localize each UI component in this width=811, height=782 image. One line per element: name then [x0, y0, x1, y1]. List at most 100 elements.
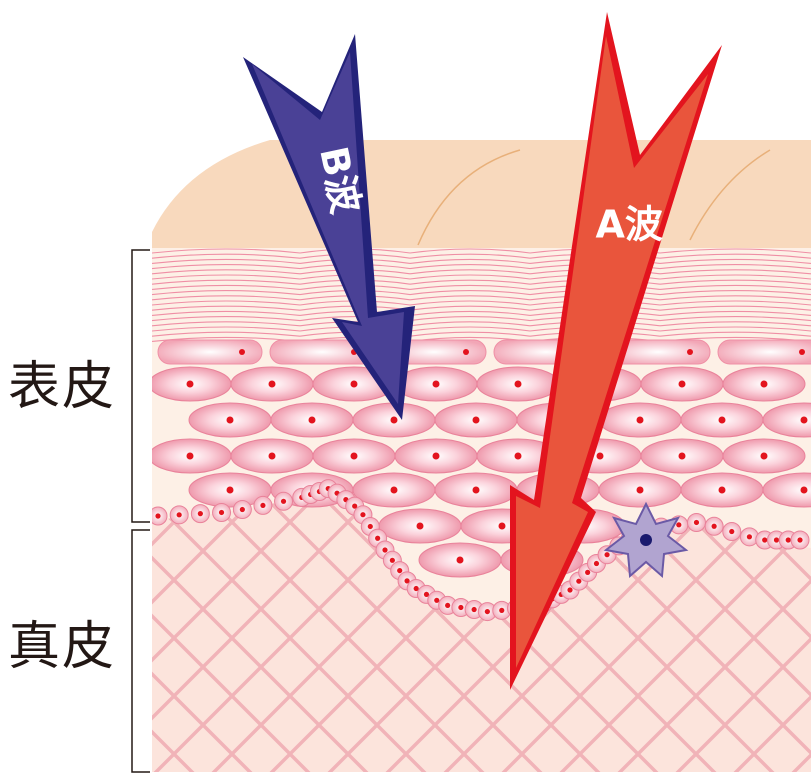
- corneum-line: [409, 269, 531, 275]
- cell-nucleus: [197, 511, 203, 517]
- cell-nucleus: [514, 452, 522, 460]
- cell-nucleus: [375, 535, 381, 541]
- cell-nucleus: [484, 608, 490, 615]
- corneum-line: [409, 253, 531, 259]
- corneum-line: [659, 321, 811, 327]
- cell-nucleus: [593, 560, 600, 567]
- cell-nucleus: [434, 597, 440, 603]
- cell-nucleus: [498, 522, 506, 530]
- corneum-line: [659, 258, 811, 264]
- cell-nucleus: [760, 452, 768, 460]
- cell-nucleus: [797, 537, 803, 543]
- corneum-line: [152, 253, 301, 259]
- cell-nucleus: [239, 506, 245, 513]
- corneum-line: [152, 316, 301, 322]
- corneum-line: [659, 284, 811, 290]
- cell-nucleus: [760, 380, 768, 388]
- corneum-line: [152, 248, 301, 254]
- cell-nucleus: [155, 513, 161, 519]
- basal-layer: [152, 479, 810, 622]
- cell-nucleus: [567, 587, 573, 593]
- corneum-line: [152, 310, 301, 316]
- cell-nucleus: [226, 486, 234, 494]
- cell-nucleus: [800, 416, 808, 424]
- corneum-line: [659, 253, 811, 259]
- cell-nucleus: [499, 607, 505, 613]
- cell-nucleus: [636, 416, 644, 424]
- cell-nucleus: [239, 349, 245, 355]
- cell-nucleus: [432, 380, 440, 388]
- cell-nucleus: [472, 486, 480, 494]
- corneum-line: [409, 310, 531, 316]
- cell-nucleus: [773, 537, 780, 543]
- corneum-line: [659, 316, 811, 322]
- cell-nucleus: [413, 585, 419, 592]
- granular-cell: [717, 339, 811, 365]
- corneum-line: [659, 264, 811, 270]
- corneum-line: [409, 258, 531, 264]
- cell-nucleus: [268, 380, 276, 388]
- cell-nucleus: [350, 380, 358, 388]
- cell-nucleus: [432, 452, 440, 460]
- corneum-line: [659, 295, 811, 301]
- cell-nucleus: [604, 552, 610, 558]
- epidermis-label: 表皮: [8, 357, 117, 417]
- cell-nucleus: [186, 452, 194, 460]
- corneum-line: [152, 258, 301, 264]
- cell-nucleus: [585, 569, 591, 575]
- granular-cell: [157, 339, 263, 365]
- cell-nucleus: [762, 537, 768, 543]
- corneum-line: [152, 264, 301, 270]
- corneum-line: [659, 300, 811, 306]
- cell-nucleus: [423, 591, 430, 598]
- cell-nucleus: [514, 380, 522, 388]
- cell-nucleus: [390, 416, 398, 424]
- cell-nucleus: [280, 498, 287, 504]
- corneum-line: [409, 321, 531, 327]
- corneum-line: [659, 305, 811, 311]
- corneum-line: [409, 295, 531, 301]
- spinous-cell: [762, 472, 811, 508]
- cell-nucleus: [678, 380, 686, 388]
- cell-nucleus: [800, 486, 808, 494]
- cell-nucleus: [350, 452, 358, 460]
- cell-nucleus: [472, 416, 480, 424]
- cell-nucleus: [463, 349, 469, 355]
- cell-nucleus: [676, 522, 682, 528]
- corneum-line: [409, 316, 531, 322]
- epidermis-bracket: [131, 249, 150, 523]
- corneum-line: [152, 284, 301, 290]
- corneum-line: [409, 290, 531, 296]
- corneum-line: [409, 264, 531, 270]
- cell-nucleus: [678, 452, 686, 460]
- corneum-line: [409, 279, 531, 285]
- corneum-line: [659, 274, 811, 280]
- cell-nucleus: [360, 512, 366, 518]
- corneum-line: [659, 331, 811, 337]
- corneum-line: [409, 326, 531, 332]
- skin-crease: [417, 149, 521, 246]
- corneum-line: [409, 274, 531, 280]
- cell-nucleus: [404, 578, 410, 584]
- cell-nucleus: [471, 606, 477, 613]
- corneum-line: [152, 326, 301, 332]
- cell-nucleus: [268, 452, 276, 460]
- skin-crease: [689, 149, 771, 241]
- corneum-line: [659, 310, 811, 316]
- corneum-line: [659, 248, 811, 254]
- melanocyte: [603, 501, 689, 579]
- cell-nucleus: [416, 522, 424, 530]
- cell-nucleus: [308, 416, 316, 424]
- corneum-line: [152, 295, 301, 301]
- cell-nucleus: [718, 416, 726, 424]
- corneum-line: [152, 269, 301, 275]
- corneum-line: [409, 305, 531, 311]
- corneum-line: [152, 279, 301, 285]
- cell-nucleus: [260, 502, 266, 509]
- cell-nucleus: [718, 486, 726, 494]
- cell-nucleus: [176, 512, 182, 518]
- cell-nucleus: [367, 523, 373, 530]
- cell-nucleus: [390, 486, 398, 494]
- cell-nucleus: [746, 534, 753, 540]
